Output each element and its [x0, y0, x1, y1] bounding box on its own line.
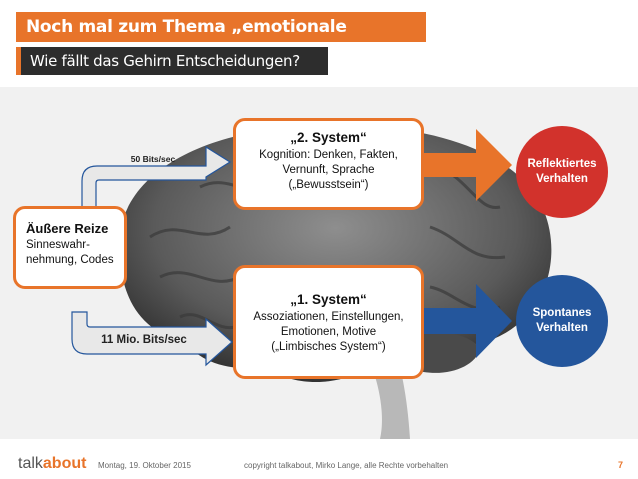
talkabout-logo: talkabout	[18, 455, 86, 473]
system2-line: Kognition: Denken, Fakten,	[236, 148, 421, 163]
system2-title: „2. System“	[236, 130, 421, 145]
footer-date: Montag, 19. Oktober 2015	[98, 461, 191, 470]
slide-subtitle: Wie fällt das Gehirn Entscheidungen?	[16, 47, 328, 75]
output-reflective-line: Verhalten	[527, 172, 596, 187]
input-box-line: nehmung, Codes	[26, 253, 124, 268]
system1-line: Assoziationen, Einstellungen,	[236, 310, 421, 325]
input-box-line: Sinneswahr-	[26, 238, 124, 253]
input-box: Äußere Reize Sinneswahr- nehmung, Codes	[13, 206, 127, 289]
output-spontaneous-line: Verhalten	[533, 321, 592, 336]
logo-part2: about	[43, 455, 87, 472]
diagram-area: 50 Bits/sec 11 Mio. Bits/sec Äußere Reiz…	[0, 87, 638, 439]
system1-title: „1. System“	[236, 292, 421, 307]
page-number: 7	[618, 460, 623, 470]
output-reflective: Reflektiertes Verhalten	[516, 126, 608, 218]
arrow-top-label: 50 Bits/sec	[98, 154, 208, 164]
system2-box: „2. System“ Kognition: Denken, Fakten, V…	[233, 118, 424, 210]
output-spontaneous: Spontanes Verhalten	[516, 275, 608, 367]
system2-line: Vernunft, Sprache	[236, 163, 421, 178]
logo-part1: talk	[18, 455, 43, 472]
slide-footer: talkabout Montag, 19. Oktober 2015 copyr…	[0, 439, 638, 479]
system2-line: („Bewusstsein“)	[236, 178, 421, 193]
system1-line: Emotionen, Motive	[236, 325, 421, 340]
system1-box: „1. System“ Assoziationen, Einstellungen…	[233, 265, 424, 379]
input-box-title: Äußere Reize	[26, 221, 124, 236]
footer-copyright: copyright talkabout, Mirko Lange, alle R…	[244, 461, 448, 470]
arrow-bottom-label: 11 Mio. Bits/sec	[80, 334, 208, 346]
slide-title: Noch mal zum Thema „emotionale Nutzen“	[16, 12, 426, 42]
output-reflective-line: Reflektiertes	[527, 157, 596, 172]
output-spontaneous-line: Spontanes	[533, 306, 592, 321]
system1-line: („Limbisches System“)	[236, 340, 421, 355]
